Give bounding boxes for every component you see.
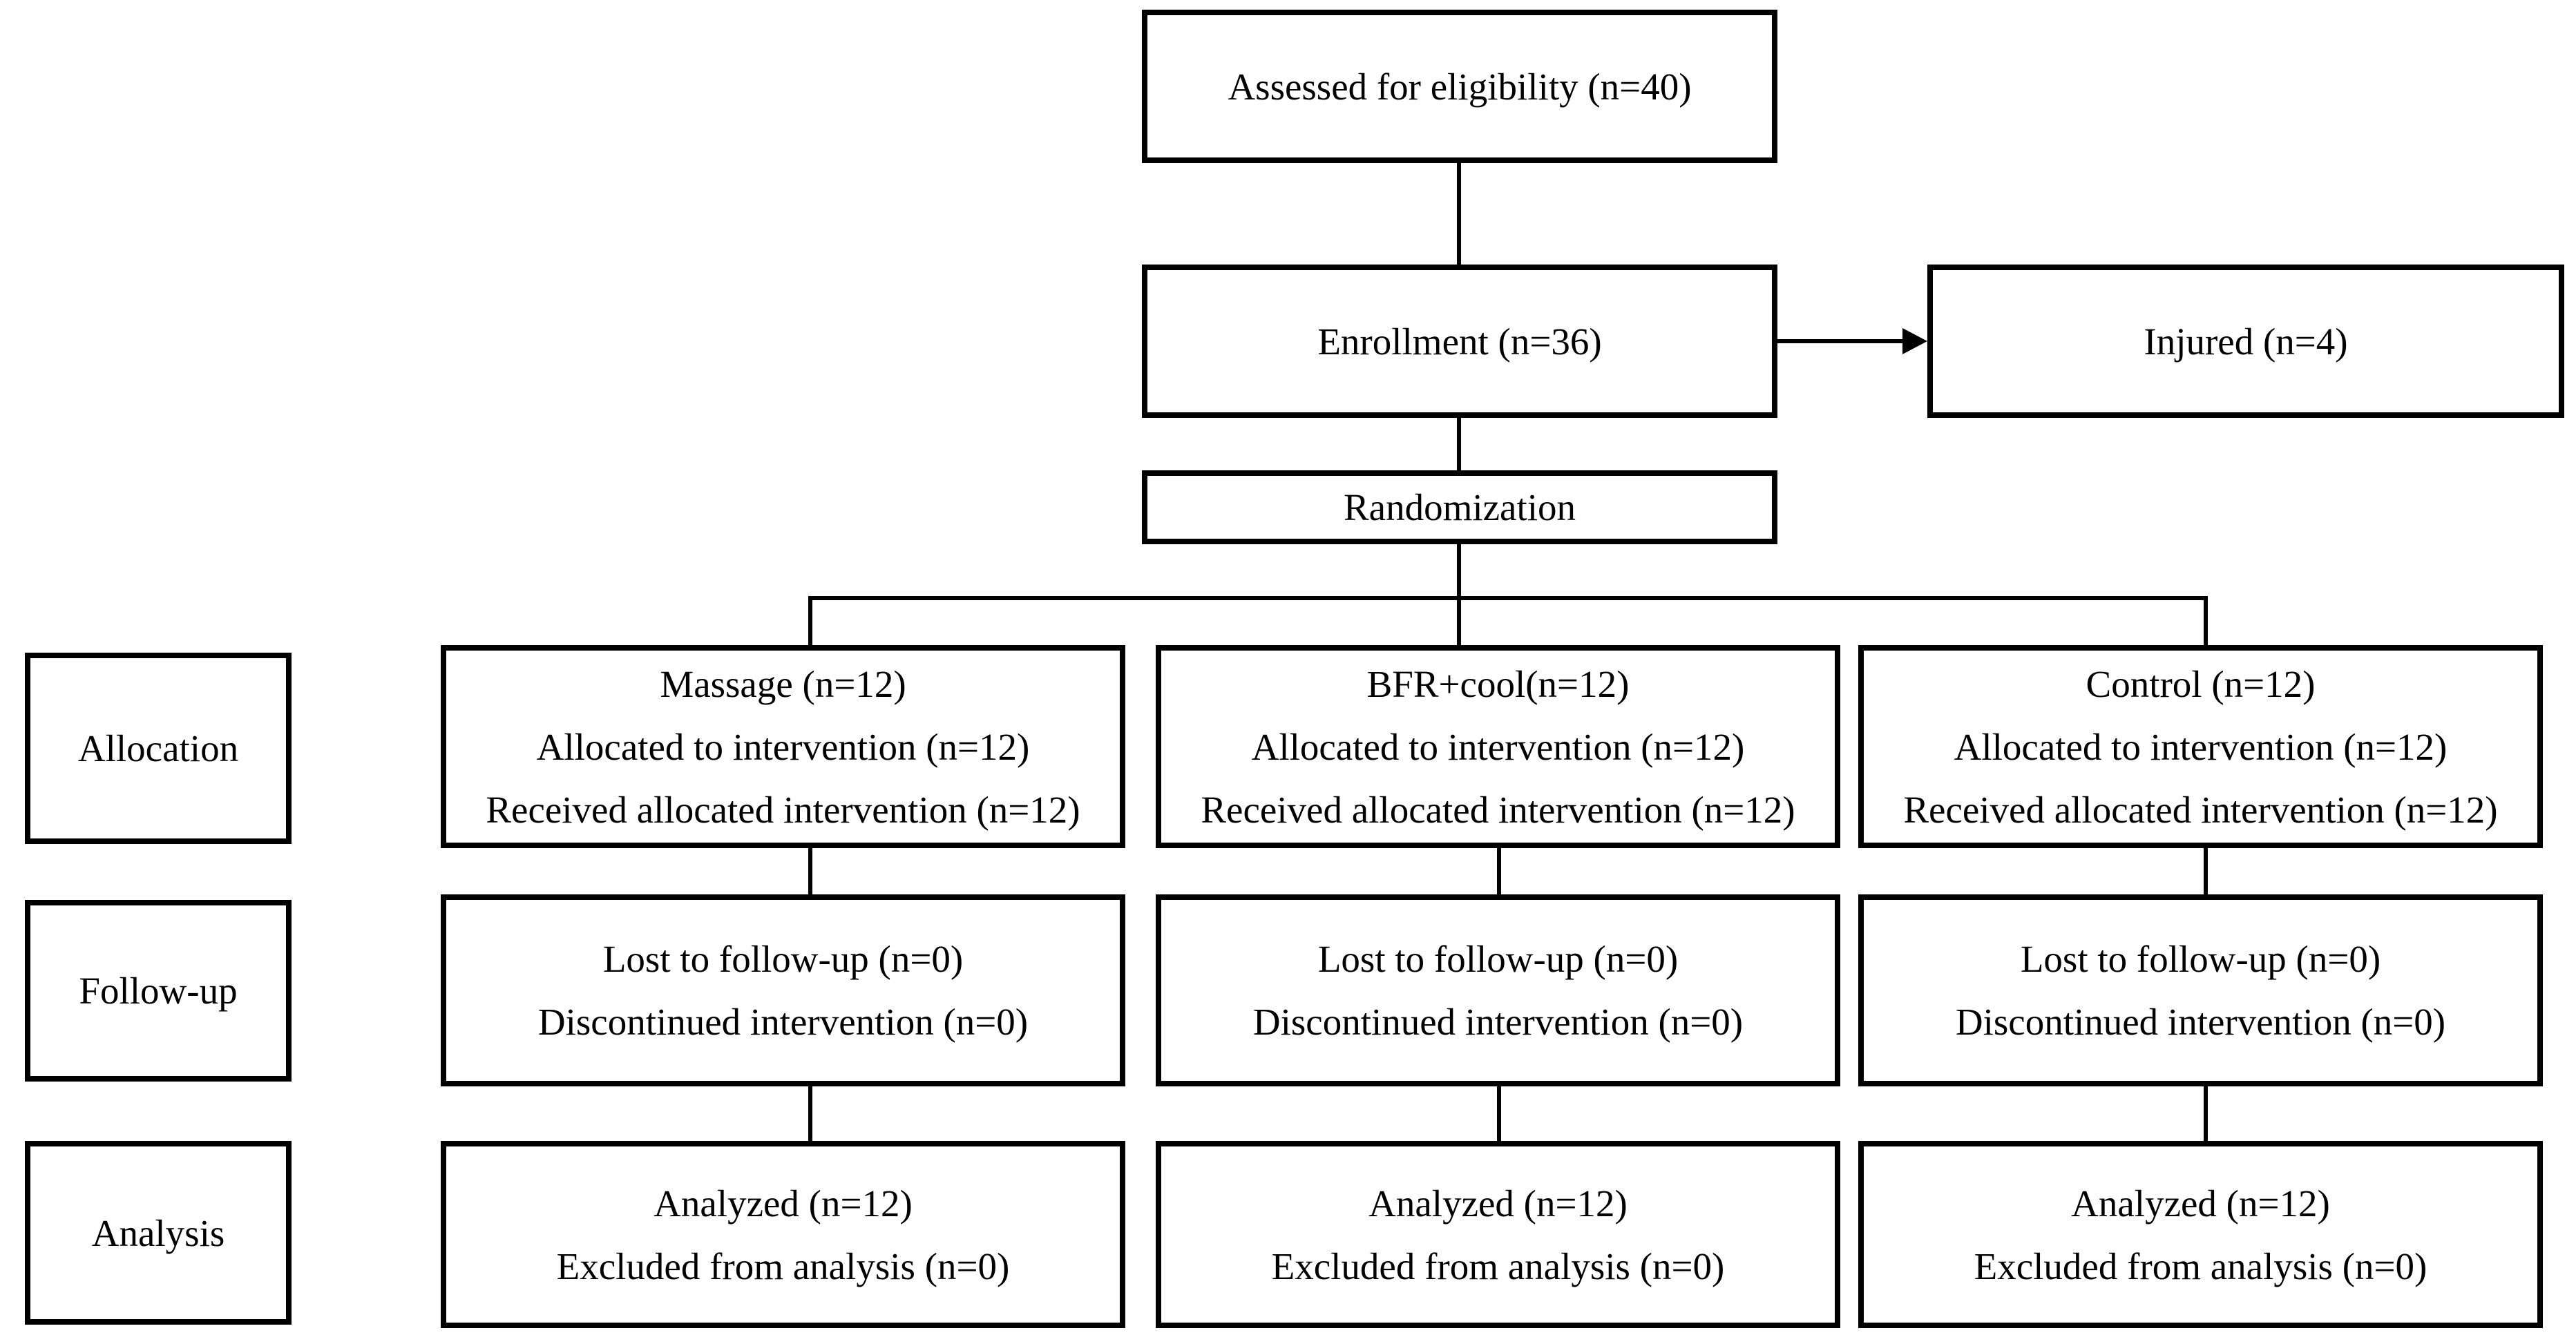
connector-followup-analysis-massage — [808, 1086, 812, 1141]
injured-text: Injured (n=4) — [2144, 320, 2348, 363]
stage-label-followup-box: Follow-up — [25, 900, 292, 1082]
followup-massage-line1: Lost to follow-up (n=0) — [602, 938, 964, 980]
analysis-control-line2: Excluded from analysis (n=0) — [1974, 1245, 2427, 1287]
enrollment-box: Enrollment (n=36) — [1142, 265, 1777, 418]
analysis-bfr-line2: Excluded from analysis (n=0) — [1271, 1245, 1725, 1287]
stage-label-allocation-text: Allocation — [77, 727, 239, 769]
connector-allocation-followup-massage — [808, 848, 812, 894]
allocation-massage-line3: Received allocated intervention (n=12) — [486, 788, 1080, 831]
arrow-enrollment-to-injured-shaft — [1777, 339, 1905, 343]
analysis-box-massage: Analyzed (n=12) Excluded from analysis (… — [441, 1141, 1125, 1328]
branch-drop-control — [2204, 596, 2208, 645]
followup-box-bfr-cool: Lost to follow-up (n=0) Discontinued int… — [1156, 894, 1840, 1086]
connector-enrollment-to-randomization — [1457, 418, 1461, 470]
stage-label-followup-text: Follow-up — [79, 970, 238, 1012]
followup-control-line2: Discontinued intervention (n=0) — [1955, 1001, 2446, 1043]
allocation-bfr-line1: BFR+cool(n=12) — [1366, 662, 1630, 705]
followup-bfr-line2: Discontinued intervention (n=0) — [1252, 1001, 1744, 1043]
allocation-box-massage: Massage (n=12) Allocated to intervention… — [441, 645, 1125, 848]
connector-allocation-followup-control — [2204, 848, 2208, 894]
followup-bfr-line1: Lost to follow-up (n=0) — [1317, 938, 1679, 980]
enrollment-text: Enrollment (n=36) — [1317, 320, 1602, 363]
analysis-box-control: Analyzed (n=12) Excluded from analysis (… — [1858, 1141, 2543, 1328]
randomization-box: Randomization — [1142, 470, 1777, 544]
assessed-for-eligibility-text: Assessed for eligibility (n=40) — [1228, 65, 1692, 108]
allocation-bfr-line2: Allocated to intervention (n=12) — [1251, 725, 1745, 768]
injured-box: Injured (n=4) — [1927, 265, 2564, 418]
followup-control-line1: Lost to follow-up (n=0) — [2020, 938, 2381, 980]
followup-box-massage: Lost to follow-up (n=0) Discontinued int… — [441, 894, 1125, 1086]
allocation-control-line2: Allocated to intervention (n=12) — [1954, 725, 2448, 768]
allocation-box-control: Control (n=12) Allocated to intervention… — [1858, 645, 2543, 848]
stage-label-analysis-text: Analysis — [91, 1211, 225, 1254]
arrow-right-icon — [1902, 328, 1927, 354]
analysis-control-line1: Analyzed (n=12) — [2071, 1182, 2330, 1225]
allocation-massage-line2: Allocated to intervention (n=12) — [536, 725, 1030, 768]
allocation-massage-line1: Massage (n=12) — [660, 662, 906, 705]
followup-massage-line2: Discontinued intervention (n=0) — [537, 1001, 1029, 1043]
branch-horizontal-line — [808, 596, 2208, 600]
analysis-box-bfr-cool: Analyzed (n=12) Excluded from analysis (… — [1156, 1141, 1840, 1328]
connector-allocation-followup-bfr — [1497, 848, 1501, 894]
followup-box-control: Lost to follow-up (n=0) Discontinued int… — [1858, 894, 2543, 1086]
analysis-bfr-line1: Analyzed (n=12) — [1368, 1182, 1628, 1225]
connector-followup-analysis-control — [2204, 1086, 2208, 1141]
randomization-text: Randomization — [1343, 486, 1576, 528]
connector-assessed-to-enrollment — [1457, 163, 1461, 265]
allocation-control-line1: Control (n=12) — [2086, 662, 2316, 705]
analysis-massage-line2: Excluded from analysis (n=0) — [556, 1245, 1010, 1287]
allocation-control-line3: Received allocated intervention (n=12) — [1903, 788, 2498, 831]
connector-randomization-to-branch — [1457, 544, 1461, 598]
assessed-for-eligibility-box: Assessed for eligibility (n=40) — [1142, 10, 1777, 163]
stage-label-allocation-box: Allocation — [25, 653, 292, 844]
allocation-bfr-line3: Received allocated intervention (n=12) — [1201, 788, 1795, 831]
connector-followup-analysis-bfr — [1497, 1086, 1501, 1141]
stage-label-analysis-box: Analysis — [25, 1141, 292, 1325]
allocation-box-bfr-cool: BFR+cool(n=12) Allocated to intervention… — [1156, 645, 1840, 848]
analysis-massage-line1: Analyzed (n=12) — [653, 1182, 913, 1225]
branch-drop-massage — [808, 596, 812, 645]
branch-drop-bfr — [1457, 596, 1461, 645]
